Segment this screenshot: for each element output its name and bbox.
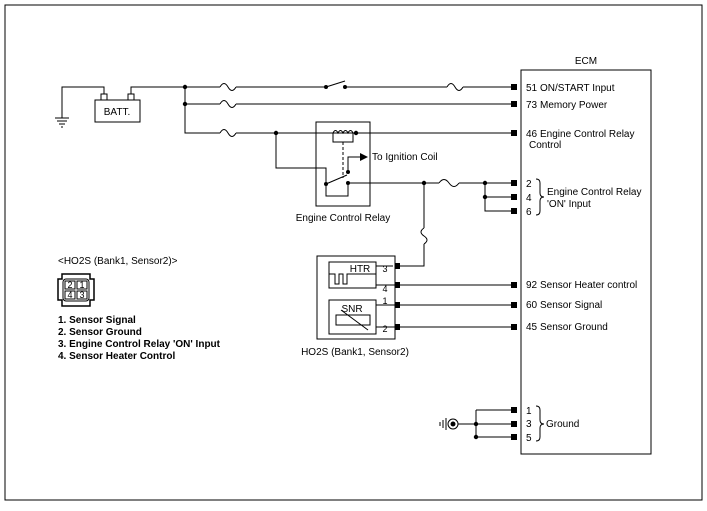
relay-on-label-line2: 'ON' Input <box>547 199 591 210</box>
sensor-pin: 2 <box>382 324 387 334</box>
ecm-pin-number: 5 <box>526 433 532 444</box>
ecm-pin-label: Sensor Signal <box>540 300 602 311</box>
ecm-pin-label: Engine Control Relay <box>540 129 635 140</box>
ground-wiring <box>439 409 511 440</box>
fuse-symbol <box>219 83 464 245</box>
sensor-ecm-wires <box>400 284 511 328</box>
connector-legend-item: 2. Sensor Ground <box>58 327 142 338</box>
main-bus <box>130 84 220 134</box>
connector-legend-item: 1. Sensor Signal <box>58 315 136 326</box>
ecm-pin-number: 51 <box>526 83 538 94</box>
connector-legend-item: 3. Engine Control Relay 'ON' Input <box>58 339 221 350</box>
ecm-pin-number: 3 <box>526 419 532 430</box>
snr-label: SNR <box>341 304 362 315</box>
ecm-pin-number: 2 <box>526 179 532 190</box>
ecm-pin-label-line2: Control <box>529 140 561 151</box>
ecm-pin-number: 73 <box>526 100 538 111</box>
sensor-pin: 4 <box>382 284 387 294</box>
sensor-pin: 3 <box>382 264 387 274</box>
ground-group: 1 3 5 Ground <box>526 405 579 444</box>
relay-label: Engine Control Relay <box>296 213 391 224</box>
htr-label: HTR <box>350 264 371 275</box>
ecm-pin-label: Sensor Heater control <box>540 280 637 291</box>
connector-view: <HO2S (Bank1, Sensor2)> 2 1 4 3 1. Senso… <box>57 256 221 362</box>
sensor-label: HO2S (Bank1, Sensor2) <box>301 347 409 358</box>
ecm-pin-number: 92 <box>526 280 538 291</box>
ecm-pin-number: 6 <box>526 207 532 218</box>
ecm-title: ECM <box>575 56 597 67</box>
engine-control-relay <box>275 121 511 207</box>
connector-pin: 3 <box>79 290 84 300</box>
ho2s-sensor <box>316 255 400 340</box>
ignition-coil-label: To Ignition Coil <box>372 152 438 163</box>
ecm-pin-number: 45 <box>526 322 538 333</box>
ecm-pin-label: ON/START Input <box>540 83 615 94</box>
relay-control-wire <box>236 130 511 136</box>
ecm-box <box>520 69 652 455</box>
ecm-input-labels: 51 ON/START Input 73 Memory Power 46 Eng… <box>526 83 637 333</box>
relay-on-label: Engine Control Relay <box>547 187 642 198</box>
ecm-pin-label: Sensor Ground <box>540 322 608 333</box>
connector-pin: 1 <box>79 280 84 290</box>
battery-label: BATT. <box>104 107 130 118</box>
connector-title: <HO2S (Bank1, Sensor2)> <box>58 256 178 267</box>
ignition-switch-line <box>236 80 511 89</box>
ecm-pin-number: 60 <box>526 300 538 311</box>
battery-symbol <box>55 86 141 128</box>
ecm-terminals <box>511 84 517 440</box>
ground-label: Ground <box>546 419 579 430</box>
connector-pin: 2 <box>67 280 72 290</box>
ecm-pin-number: 46 <box>526 129 538 140</box>
connector-legend-item: 4. Sensor Heater Control <box>58 351 175 362</box>
ecm-pin-label: Memory Power <box>540 100 608 111</box>
relay-on-distribution <box>397 180 511 267</box>
ecm-pin-number: 4 <box>526 193 532 204</box>
ecm-pin-number: 1 <box>526 406 532 417</box>
connector-pin: 4 <box>67 290 72 300</box>
sensor-pin: 1 <box>382 296 387 306</box>
relay-on-group: 2 4 6 Engine Control Relay 'ON' Input <box>526 178 642 218</box>
page-frame <box>4 4 703 501</box>
